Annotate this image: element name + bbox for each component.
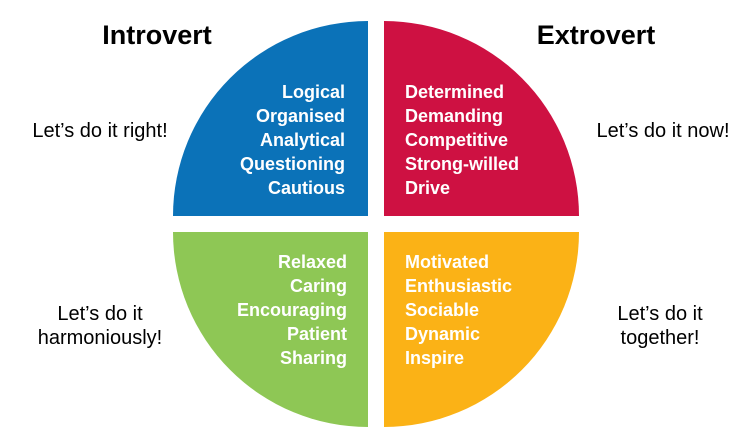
trait-label: Logical (281, 82, 345, 102)
trait-label: Patient (286, 324, 347, 344)
trait-label: Drive (405, 178, 451, 198)
quadrant-determined-red: Determined Demanding Competitive Strong-… (384, 21, 579, 216)
motto-line: Let’s do it (617, 303, 703, 325)
trait-label: Demanding (405, 106, 504, 126)
trait-label: Motivated (405, 252, 490, 272)
motto-line: Let’s do it (57, 303, 143, 325)
trait-label: Relaxed (277, 252, 347, 272)
trait-label: Sociable (405, 300, 480, 320)
extrovert-heading: Extrovert (536, 20, 656, 50)
trait-label: Competitive (405, 130, 509, 150)
motto-do-it-now: Let’s do it now! (563, 119, 742, 143)
motto-do-it-right: Let’s do it right! (0, 119, 200, 143)
trait-label: Organised (255, 106, 345, 126)
trait-label: Enthusiastic (405, 276, 513, 296)
motto-line: Let’s do it now! (596, 120, 730, 142)
trait-label: Inspire (405, 348, 465, 368)
motto-line: harmoniously! (37, 327, 163, 349)
introvert-heading: Introvert (102, 20, 212, 50)
trait-label: Cautious (267, 178, 345, 198)
motto-do-it-harmoniously: Let’s do it harmoniously! (0, 302, 200, 350)
quadrant-motivated-orange: Motivated Enthusiastic Sociable Dynamic … (384, 232, 579, 427)
trait-label: Analytical (259, 130, 345, 150)
trait-list-green: Relaxed Caring Encouraging Patient Shari… (173, 250, 368, 370)
motto-do-it-together: Let’s do it together! (560, 302, 742, 350)
trait-label: Encouraging (236, 300, 347, 320)
trait-label: Dynamic (405, 324, 481, 344)
trait-label: Determined (405, 82, 505, 102)
motto-line: Let’s do it right! (32, 120, 168, 142)
trait-list-blue: Logical Organised Analytical Questioning… (173, 80, 368, 200)
trait-label: Caring (289, 276, 347, 296)
quadrant-logical-blue: Logical Organised Analytical Questioning… (173, 21, 368, 216)
trait-label: Questioning (240, 154, 345, 174)
trait-label: Sharing (279, 348, 347, 368)
quadrant-relaxed-green: Relaxed Caring Encouraging Patient Shari… (173, 232, 368, 427)
trait-list-orange: Motivated Enthusiastic Sociable Dynamic … (384, 250, 579, 370)
trait-label: Strong-willed (405, 154, 519, 174)
motto-line: together! (620, 327, 700, 349)
trait-list-red: Determined Demanding Competitive Strong-… (384, 80, 579, 200)
